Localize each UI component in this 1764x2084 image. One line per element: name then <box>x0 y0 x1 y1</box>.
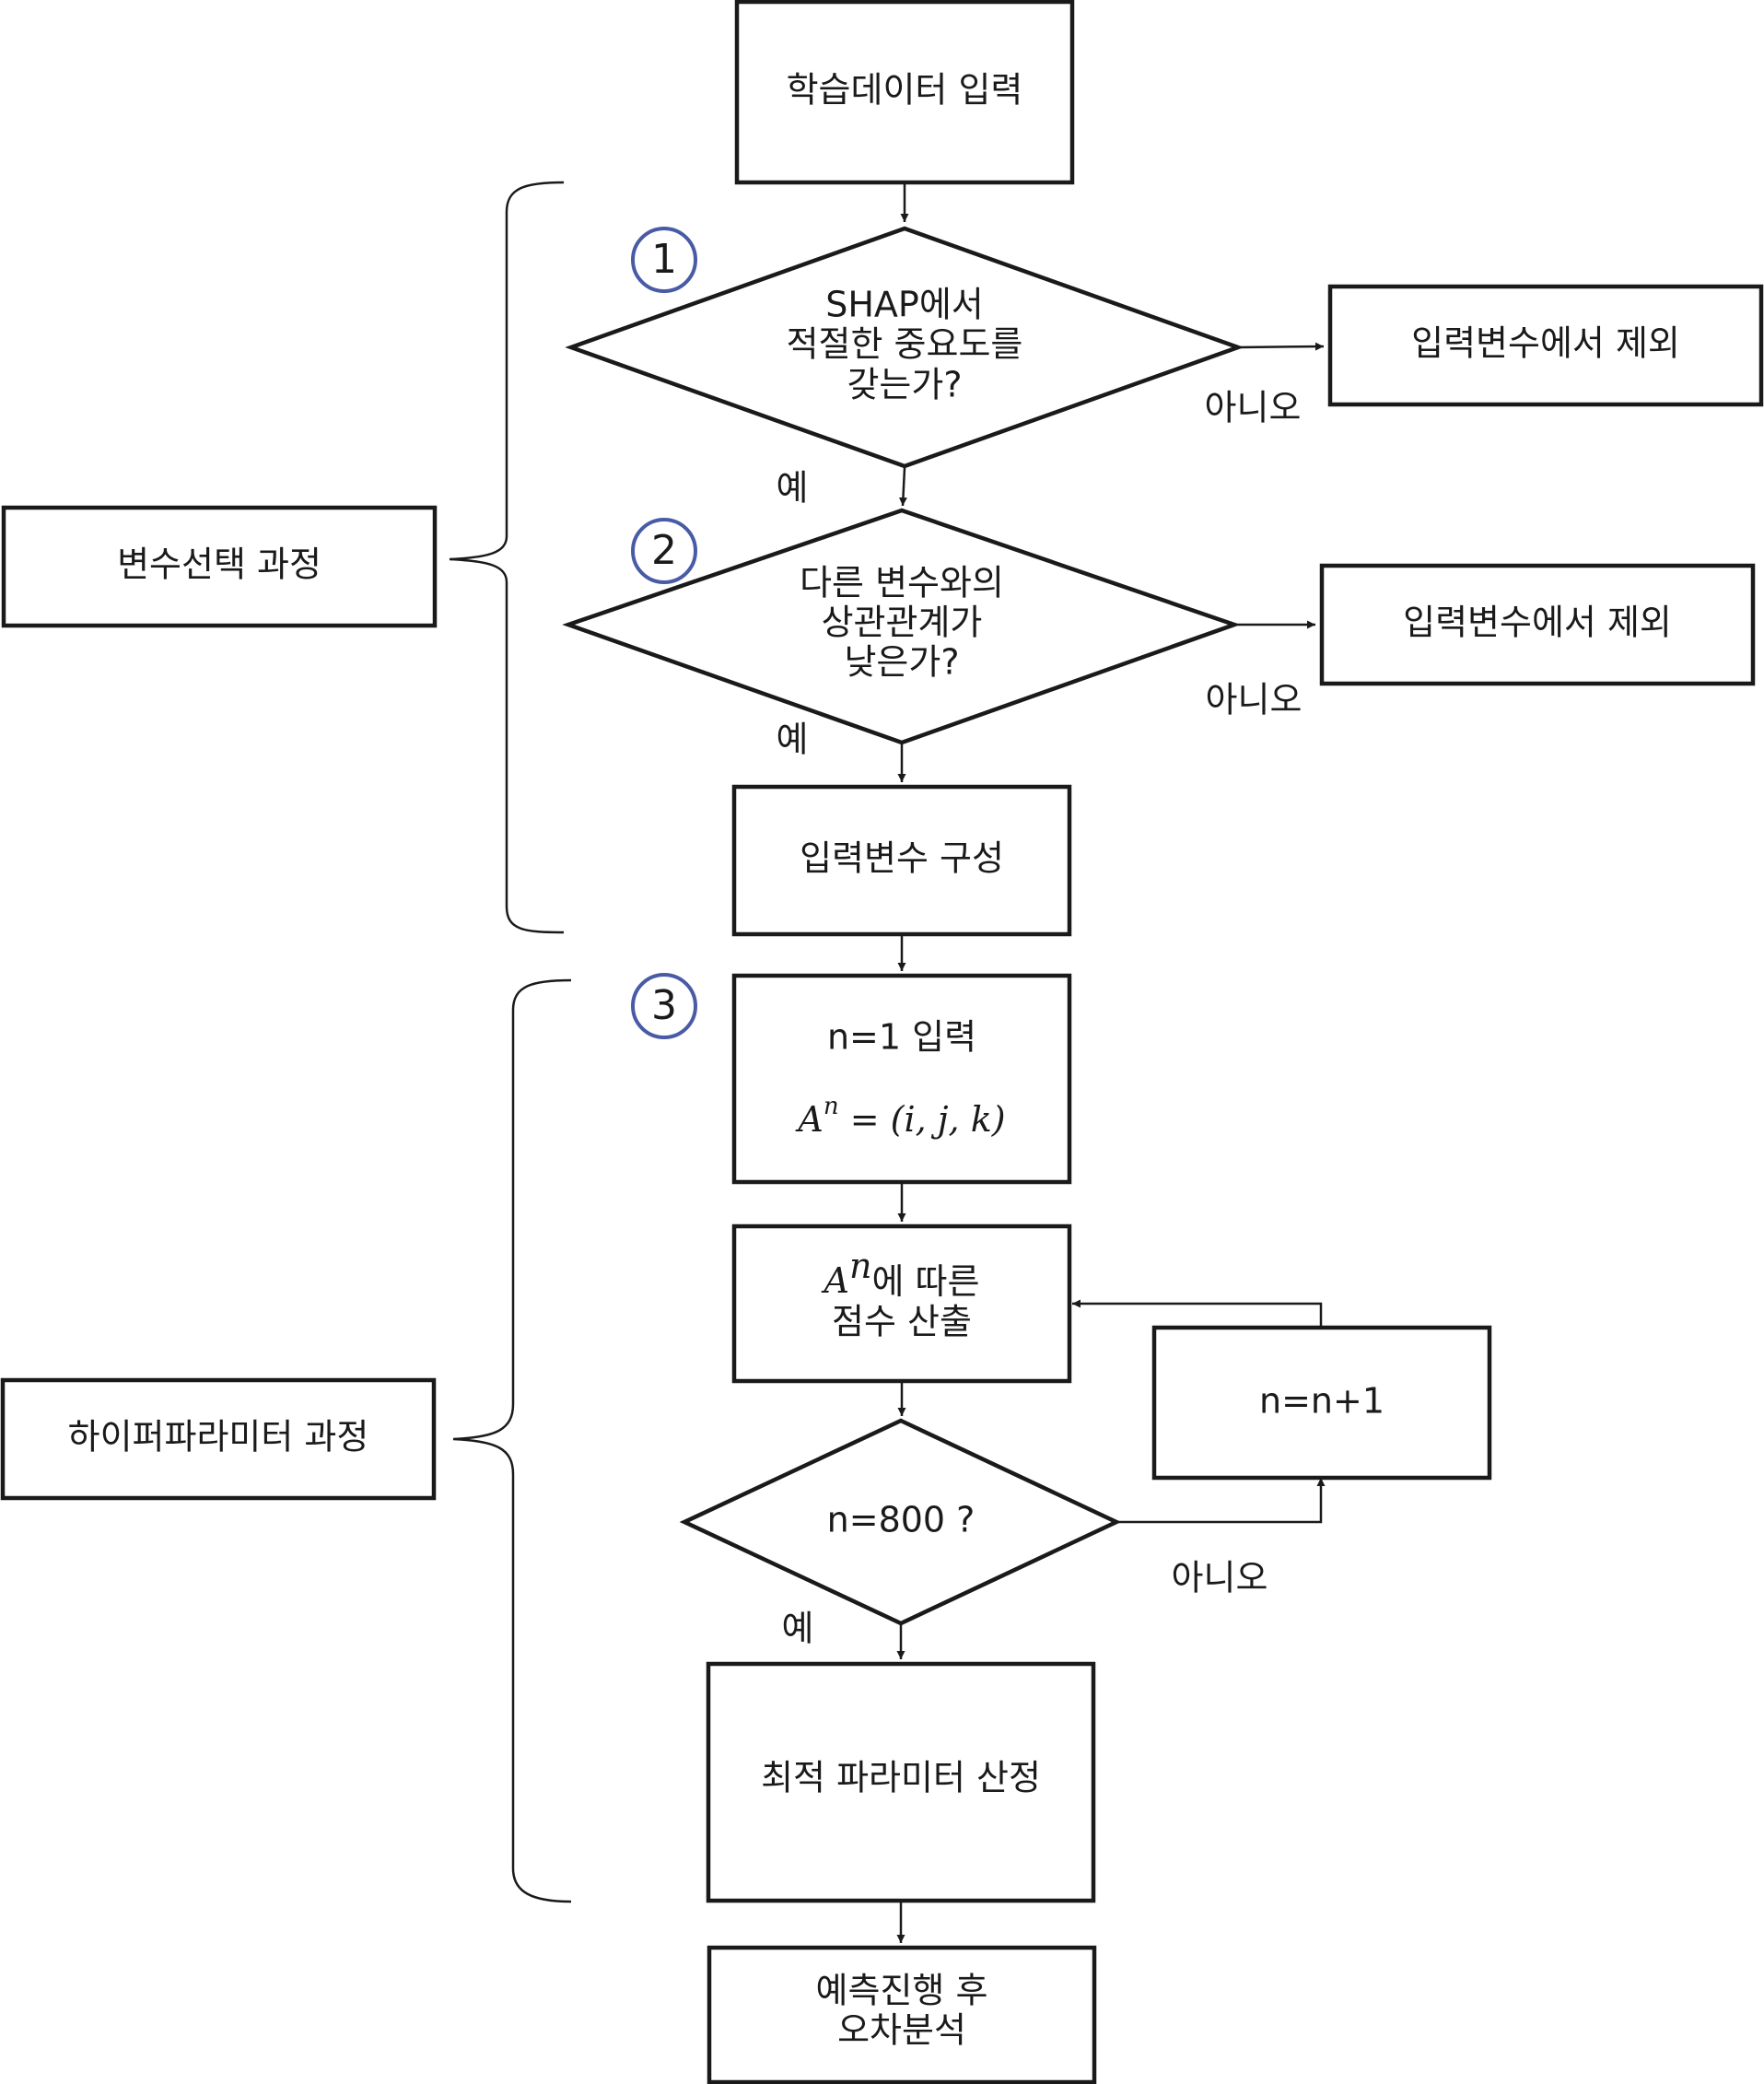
score-line-2: 점수 산출 <box>832 1302 972 1342</box>
edge-increment-to-score <box>1072 1299 1323 1326</box>
no-label-n-check: 아니오 <box>1172 1558 1268 1598</box>
node-n-increment: n=n+1 <box>1151 1325 1492 1481</box>
n-init-formula: An = (i, j, k) <box>795 1093 1005 1140</box>
step-3-label: 3 <box>651 982 677 1029</box>
node-optimal: 최적 파라미터 산정 <box>706 1661 1096 1903</box>
corr-check-diamond <box>562 508 1241 745</box>
predict-line-2: 오차분석 <box>837 2010 966 2051</box>
node-n-check: n=800 ? <box>679 1418 1122 1626</box>
node-predict: 예측진행 후 오차분석 <box>707 1945 1097 2084</box>
n-init-formula-base: A <box>795 1099 823 1140</box>
exclude-1-box <box>1327 284 1764 407</box>
node-score: An에 따른 점수 산출 <box>731 1223 1072 1384</box>
shap-check-line-2: 적절한 중요도를 <box>787 324 1023 365</box>
group-hyperparameter: 하이퍼파라미터 과정 <box>0 1377 437 1501</box>
input-data-box <box>734 0 1075 185</box>
optimal-box <box>706 1661 1096 1903</box>
step-2-circle <box>631 518 697 584</box>
node-shap-check: SHAP에서 적절한 중요도를 갖는가? <box>565 226 1244 469</box>
step-2-label: 2 <box>651 527 677 574</box>
score-box <box>731 1223 1072 1384</box>
n-increment-label: n=n+1 <box>1259 1381 1384 1422</box>
n-init-box <box>731 973 1072 1185</box>
yes-label-shap: 예 <box>777 468 809 509</box>
step-1-circle <box>631 227 697 293</box>
yes-label-corr: 예 <box>777 720 809 760</box>
compose-inputs-box <box>731 784 1072 937</box>
step-1-label: 1 <box>651 236 677 283</box>
n-increment-box <box>1151 1325 1492 1481</box>
group-hyperparameter-box <box>0 1377 437 1501</box>
step-marker-1: 1 <box>631 227 697 293</box>
score-math-base: A <box>822 1260 849 1301</box>
edge-n-check-to-increment <box>1116 1478 1326 1524</box>
predict-line-1: 예측진행 후 <box>816 1971 988 2011</box>
node-input-data: 학습데이터 입력 <box>734 0 1075 185</box>
group-variable-selection: 변수선택 과정 <box>1 505 438 628</box>
group-variable-selection-label: 변수선택 과정 <box>117 544 321 585</box>
score-math-sup: n <box>849 1246 871 1286</box>
edge-labels: 예 아니오 예 아니오 아니오 예 <box>777 388 1303 1649</box>
yes-label-n-check: 예 <box>782 1609 814 1649</box>
node-exclude-2: 입력변수에서 제외 <box>1319 563 1756 686</box>
compose-inputs-label: 입력변수 구성 <box>800 838 1004 879</box>
edge-shap-to-exclude-1 <box>1237 342 1325 351</box>
n-init-formula-sup: n <box>824 1093 839 1120</box>
edges <box>896 183 1326 1943</box>
shap-check-diamond <box>565 226 1244 469</box>
n-init-label: n=1 입력 <box>827 1017 976 1058</box>
predict-box <box>707 1945 1097 2084</box>
node-exclude-1: 입력변수에서 제외 <box>1327 284 1764 407</box>
variable-selection-brace <box>449 181 565 934</box>
no-label-shap: 아니오 <box>1205 388 1302 428</box>
n-check-diamond <box>679 1418 1122 1626</box>
score-line-1: An에 따른 <box>822 1246 980 1302</box>
n-init-formula-rest: = (i, j, k) <box>839 1099 1006 1140</box>
group-variable-selection-box <box>1 505 438 628</box>
exclude-2-box <box>1319 563 1756 686</box>
node-corr-check: 다른 변수와의 상관관계가 낮은가? <box>562 508 1241 745</box>
n-check-label: n=800 ? <box>827 1500 975 1540</box>
hyperparameter-brace <box>452 978 572 1903</box>
optimal-label: 최적 파라미터 산정 <box>761 1758 1041 1798</box>
exclude-2-label: 입력변수에서 제외 <box>1403 603 1672 643</box>
node-compose-inputs: 입력변수 구성 <box>731 784 1072 937</box>
shap-check-line-1: SHAP에서 <box>825 285 984 325</box>
node-n-init: n=1 입력 An = (i, j, k) <box>731 973 1072 1185</box>
step-marker-3: 3 <box>631 973 697 1039</box>
shap-check-line-3: 갖는가? <box>847 365 962 405</box>
step-marker-2: 2 <box>631 518 697 584</box>
exclude-1-label: 입력변수에서 제외 <box>1411 323 1680 364</box>
input-data-label: 학습데이터 입력 <box>787 70 1023 111</box>
corr-check-line-2: 상관관계가 <box>822 603 983 643</box>
corr-check-line-3: 낮은가? <box>844 642 959 683</box>
step-3-circle <box>631 973 697 1039</box>
group-hyperparameter-label: 하이퍼파라미터 과정 <box>68 1417 369 1458</box>
score-line-1-rest: 에 따른 <box>871 1261 979 1302</box>
no-label-corr: 아니오 <box>1206 680 1303 720</box>
corr-check-line-1: 다른 변수와의 <box>800 563 1004 603</box>
edge-shap-to-corr <box>898 467 907 507</box>
